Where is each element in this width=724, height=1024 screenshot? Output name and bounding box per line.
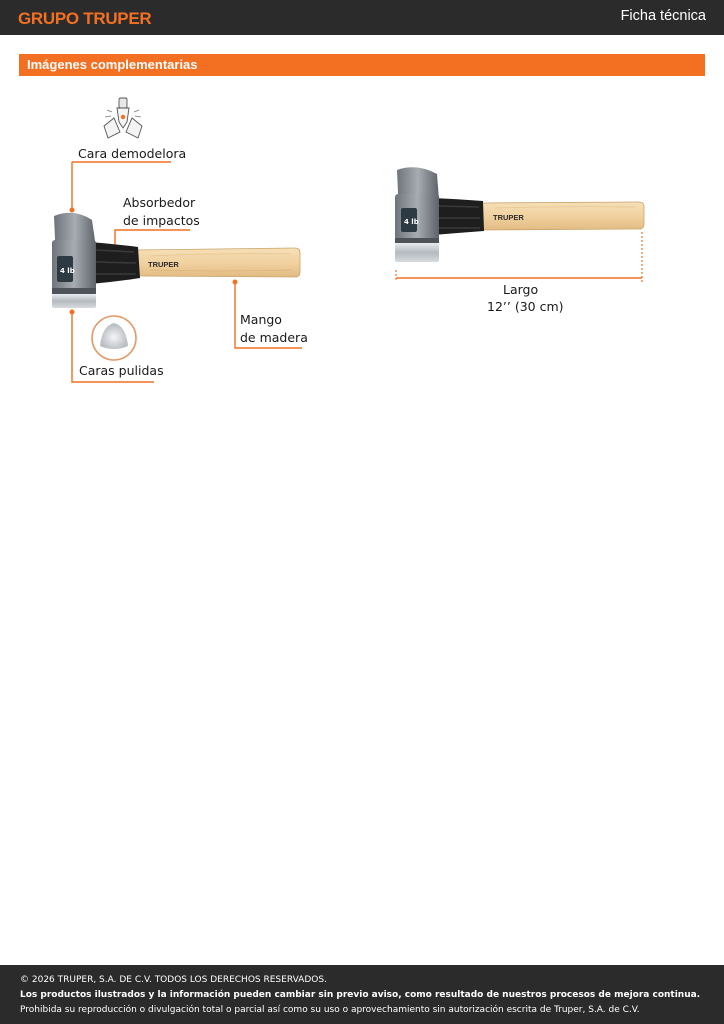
- polished-face-icon: [91, 315, 137, 361]
- brand-logo: GRUPO TRUPER: [18, 9, 152, 28]
- length-value: 12’’ (30 cm): [487, 299, 564, 314]
- wood-handle: TRUPER: [134, 247, 301, 278]
- callout-demolition-face: Cara demodelora: [78, 146, 187, 161]
- hammer-length-figure: TRUPER 4 lb: [395, 167, 645, 282]
- top-header-bar: GRUPO TRUPER Ficha técnica: [0, 0, 724, 35]
- annotated-hammer-figure: TRUPER 4 lb: [52, 97, 302, 383]
- callout-polished-faces: Caras pulidas: [79, 363, 164, 378]
- length-dimension-line: [395, 232, 643, 282]
- section-title: Imágenes complementarias: [27, 57, 198, 72]
- footer: © 2026 TRUPER, S.A. DE C.V. TODOS LOS DE…: [0, 965, 724, 1024]
- demolition-face-icon: [103, 97, 143, 139]
- length-label: Largo: [503, 282, 539, 297]
- handle-brand-text: TRUPER: [493, 213, 524, 222]
- footer-prohibition: Prohibida su reproducción o divulgación …: [20, 1005, 640, 1015]
- callout-wood-handle: Mango de madera: [240, 312, 308, 345]
- shock-absorber-grip: [90, 242, 140, 284]
- head-weight-label: 4 lb: [60, 267, 75, 275]
- document-type-label: Ficha técnica: [620, 8, 706, 24]
- footer-notice: Los productos ilustrados y la informació…: [20, 990, 701, 1000]
- section-header: Imágenes complementarias: [19, 54, 705, 76]
- head-weight-label: 4 lb: [404, 218, 419, 226]
- footer-copyright: © 2026 TRUPER, S.A. DE C.V. TODOS LOS DE…: [20, 975, 327, 985]
- hammer-head: 4 lb: [52, 212, 96, 308]
- wood-handle: TRUPER: [480, 201, 645, 231]
- hammer-head: 4 lb: [395, 167, 439, 262]
- handle-brand-text: TRUPER: [148, 260, 179, 269]
- callout-shock-absorber: Absorbedor de impactos: [123, 195, 200, 228]
- shock-absorber-grip: [433, 198, 484, 235]
